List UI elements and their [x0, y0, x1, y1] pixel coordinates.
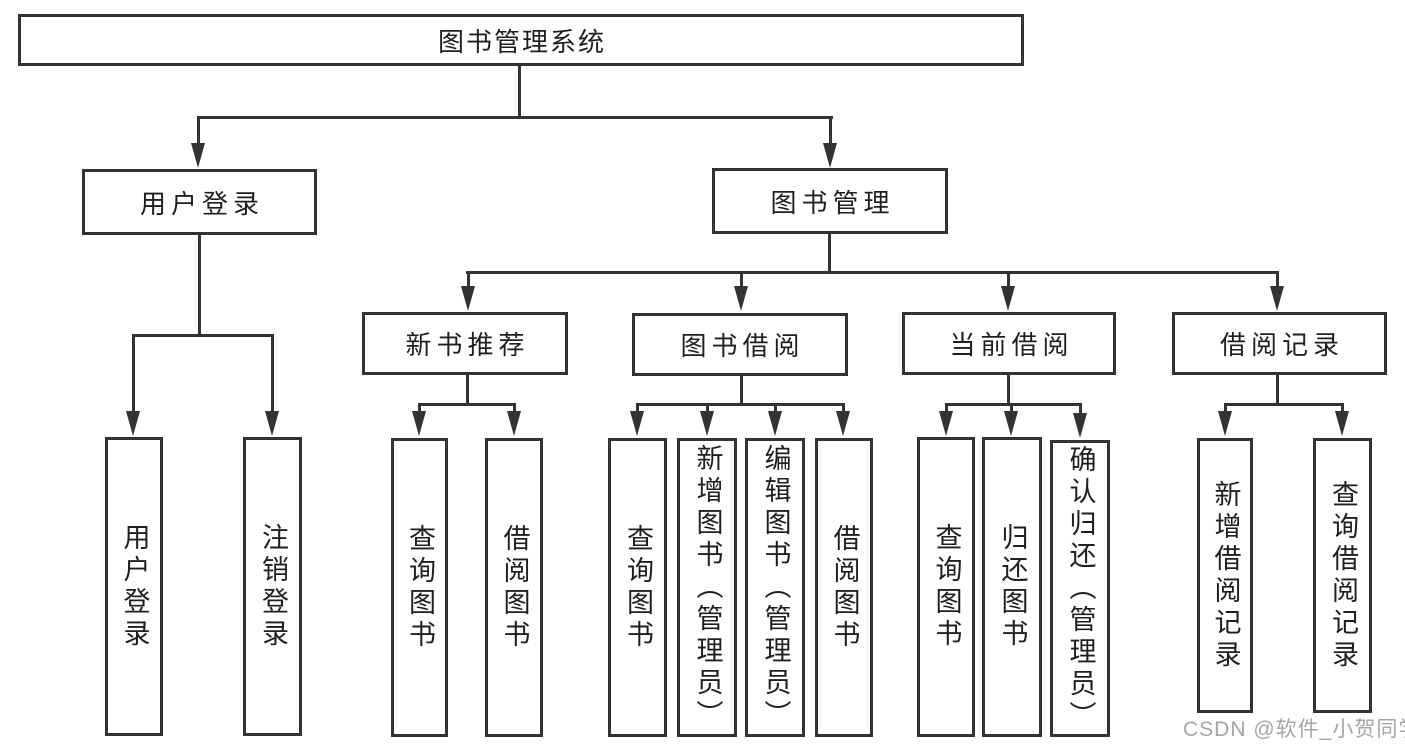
- connector-g1-rail: [132, 334, 274, 337]
- connector-g1-shaft: [271, 334, 274, 414]
- connector-g5-shaft: [1341, 403, 1344, 415]
- arrowhead-icon: [461, 286, 475, 311]
- arrowhead-icon: [630, 411, 644, 436]
- connector-book-management-stub: [828, 232, 831, 274]
- connector-g3-shaft: [774, 403, 777, 415]
- arrowhead-icon: [1270, 286, 1284, 311]
- node-root: 图书管理系统: [18, 14, 1024, 66]
- leaf-add-books-admin: 新增图书（管理员）: [677, 438, 737, 737]
- node-current-borrow: 当前借阅: [902, 312, 1116, 375]
- connector-book-management-shaft: [829, 116, 832, 148]
- connector-user-login-shaft: [197, 116, 200, 148]
- connector-g4-rail: [945, 403, 1082, 406]
- arrowhead-icon: [507, 411, 521, 436]
- arrowhead-icon: [1335, 411, 1349, 436]
- leaf-query-books: 查询图书: [608, 438, 667, 737]
- leaf-query-borrow-record: 查询借阅记录: [1313, 438, 1372, 713]
- leaf-borrow-books: 借阅图书: [485, 438, 543, 737]
- arrowhead-icon: [823, 143, 837, 168]
- arrowhead-icon: [768, 411, 782, 436]
- arrowhead-icon: [1004, 411, 1018, 436]
- arrowhead-icon: [1001, 286, 1015, 311]
- connector-g4-shaft: [1010, 403, 1013, 415]
- connector-root-stub: [518, 64, 521, 119]
- leaf-user-login: 用户登录: [105, 437, 163, 736]
- arrowhead-icon: [1073, 413, 1087, 438]
- arrowhead-icon: [734, 286, 748, 311]
- connector-g4-stub: [1007, 373, 1010, 406]
- arrowhead-icon: [265, 411, 279, 436]
- connector-g4-shaft: [1079, 403, 1082, 417]
- leaf-query-books: 查询图书: [391, 438, 448, 737]
- node-new-book-recommend: 新书推荐: [362, 312, 568, 375]
- connector-level3-rail: [466, 271, 1279, 274]
- arrowhead-icon: [700, 411, 714, 436]
- connector-level2-rail: [197, 116, 833, 119]
- node-borrow-record: 借阅记录: [1172, 312, 1387, 375]
- arrowhead-icon: [126, 411, 140, 436]
- connector-g3-stub: [740, 374, 743, 406]
- arrowhead-icon: [939, 411, 953, 436]
- connector-g2-shaft: [418, 403, 421, 415]
- connector-g2-rail: [418, 403, 516, 406]
- arrowhead-icon: [191, 143, 205, 168]
- arrowhead-icon: [1218, 411, 1232, 436]
- node-book-management: 图书管理: [712, 168, 948, 234]
- connector-g3-shaft: [842, 403, 845, 415]
- connector-current-borrow-shaft: [1007, 271, 1010, 291]
- connector-new-book-shaft: [467, 271, 470, 291]
- connector-book-borrow-shaft: [740, 271, 743, 291]
- node-user-login: 用户登录: [82, 169, 317, 235]
- arrowhead-icon: [412, 411, 426, 436]
- connector-g3-shaft: [706, 403, 709, 415]
- csdn-watermark: CSDN @软件_小贺同学: [1183, 718, 1405, 741]
- leaf-borrow-books: 借阅图书: [815, 438, 873, 737]
- leaf-add-borrow-record: 新增借阅记录: [1197, 438, 1253, 713]
- arrowhead-icon: [836, 411, 850, 436]
- connector-g1-stub: [198, 233, 201, 337]
- connector-g1-shaft: [132, 334, 135, 414]
- leaf-logout: 注销登录: [243, 437, 302, 736]
- connector-g5-shaft: [1224, 403, 1227, 415]
- leaf-return-books: 归还图书: [982, 437, 1042, 737]
- node-book-borrow: 图书借阅: [632, 313, 848, 376]
- connector-g3-shaft: [636, 403, 639, 415]
- leaf-query-books: 查询图书: [917, 437, 975, 737]
- connector-g2-stub: [466, 373, 469, 406]
- leaf-edit-books-admin: 编辑图书（管理员）: [745, 438, 805, 737]
- connector-g5-rail: [1224, 403, 1344, 406]
- connector-g2-shaft: [513, 403, 516, 415]
- leaf-confirm-return-admin: 确认归还（管理员）: [1050, 440, 1110, 737]
- connector-g3-rail: [636, 403, 845, 406]
- connector-g4-shaft: [945, 403, 948, 415]
- connector-g5-stub: [1276, 373, 1279, 406]
- connector-borrow-record-shaft: [1276, 271, 1279, 291]
